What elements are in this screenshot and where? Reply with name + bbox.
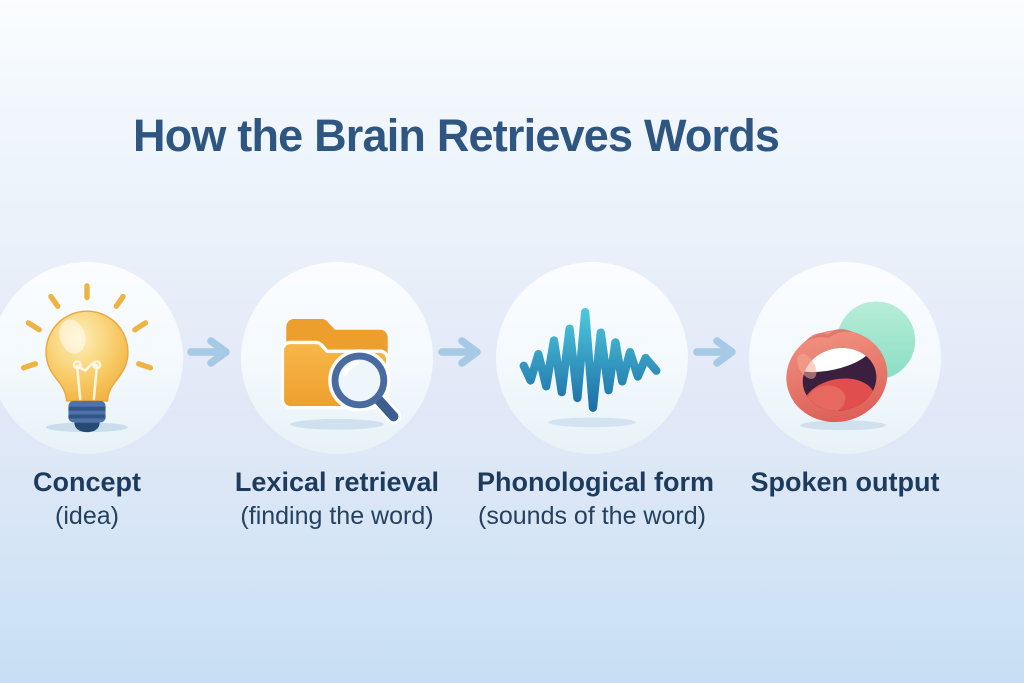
step-lexical-retrieval: Lexical retrieval (finding the word): [222, 262, 452, 533]
step-sublabel: (idea): [55, 502, 119, 531]
step-label: Spoken output: [750, 467, 940, 497]
right-arrow-icon: [438, 337, 481, 367]
step-label: Phonological form: [477, 467, 715, 497]
step-phonological-form: Phonological form (sounds of the word): [477, 262, 715, 533]
step-circle-phonological: [496, 262, 688, 454]
step-circle-lexical: [241, 262, 433, 454]
right-arrow-icon: [693, 337, 736, 367]
folder-search-icon: [280, 318, 402, 430]
step-label: Concept: [33, 467, 141, 497]
step-circle-concept: [0, 262, 183, 454]
sound-waveform-icon: [519, 308, 661, 428]
right-arrow-icon: [187, 337, 230, 367]
step-circle-spoken: [749, 262, 941, 454]
page-title: How the Brain Retrieves Words: [133, 110, 780, 161]
step-sublabel: (sounds of the word): [478, 502, 706, 531]
lightbulb-idea-icon: [20, 283, 154, 433]
step-spoken-output: Spoken output: [730, 262, 960, 500]
step-label: Lexical retrieval: [234, 467, 440, 497]
step-concept: Concept (idea): [0, 262, 202, 533]
mouth-speech-icon: [786, 301, 916, 431]
step-sublabel: (finding the word): [240, 502, 434, 531]
